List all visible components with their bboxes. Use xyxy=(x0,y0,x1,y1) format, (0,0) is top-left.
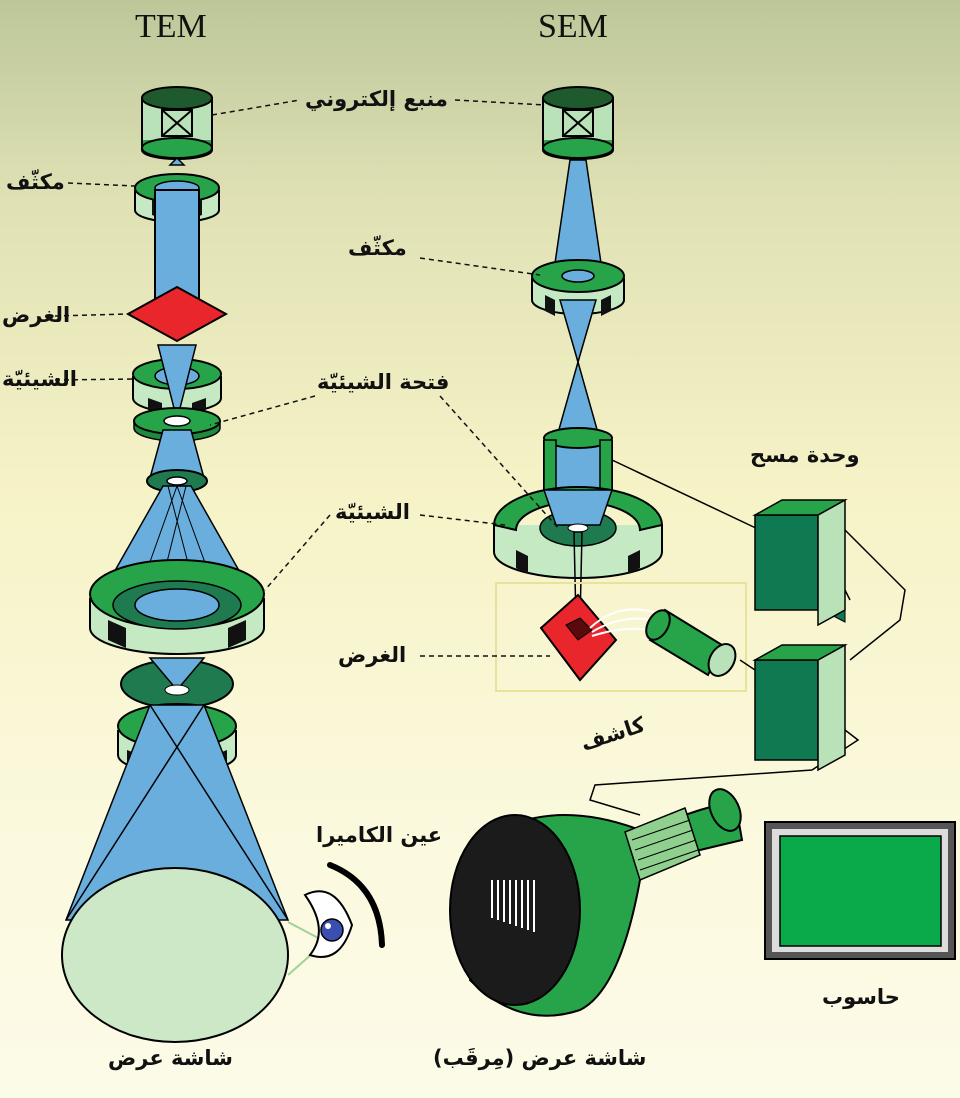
tem-objective-lens xyxy=(132,344,222,421)
tem-objective-label: الشيئيّة xyxy=(2,367,77,391)
sem-detector-icon xyxy=(645,608,737,677)
tem-column xyxy=(61,86,385,1043)
tem-electron-source-icon xyxy=(141,86,213,166)
sem-specimen-label: الغرض xyxy=(338,643,407,667)
sem-objective-lens xyxy=(492,486,664,579)
sem-heading: SEM xyxy=(538,8,608,45)
computer-label: حاسوب xyxy=(822,985,900,1009)
tem-heading: TEM xyxy=(135,8,207,45)
camera-eye-label: عين الكاميرا xyxy=(316,823,443,847)
sem-condenser-label: مكثّف xyxy=(348,236,407,260)
electron-source-label: منبع إلكتروني xyxy=(305,87,448,111)
sem-scan-coils xyxy=(543,427,613,501)
tem-condenser-label: مكثّف xyxy=(6,170,65,194)
sem-screen-label: شاشة عرض (مِرقَب) xyxy=(433,1046,647,1070)
tem-projector-lens xyxy=(89,559,265,655)
leader-lines xyxy=(54,99,561,657)
tem-objective-aperture xyxy=(133,407,221,442)
objective-lens-label: الشيئيّة xyxy=(335,500,410,524)
scan-unit-label: وحدة مسح xyxy=(750,443,860,467)
tem-screen-label: شاشة عرض xyxy=(108,1046,233,1070)
crt-monitor-icon xyxy=(449,788,744,1017)
tem-viewing-screen xyxy=(61,867,289,1043)
computer-display-icon xyxy=(764,821,956,960)
eye-icon xyxy=(287,862,385,976)
objective-aperture-label: فتحة الشيئيّة xyxy=(317,370,450,394)
computer-box xyxy=(752,643,848,772)
tem-specimen-icon xyxy=(125,285,229,343)
scan-generator-box xyxy=(752,498,848,627)
sem-electron-source-icon xyxy=(542,86,614,160)
sem-column xyxy=(449,86,956,1017)
sem-condenser-lens xyxy=(531,259,625,316)
tem-specimen-label: الغرض xyxy=(2,303,71,327)
